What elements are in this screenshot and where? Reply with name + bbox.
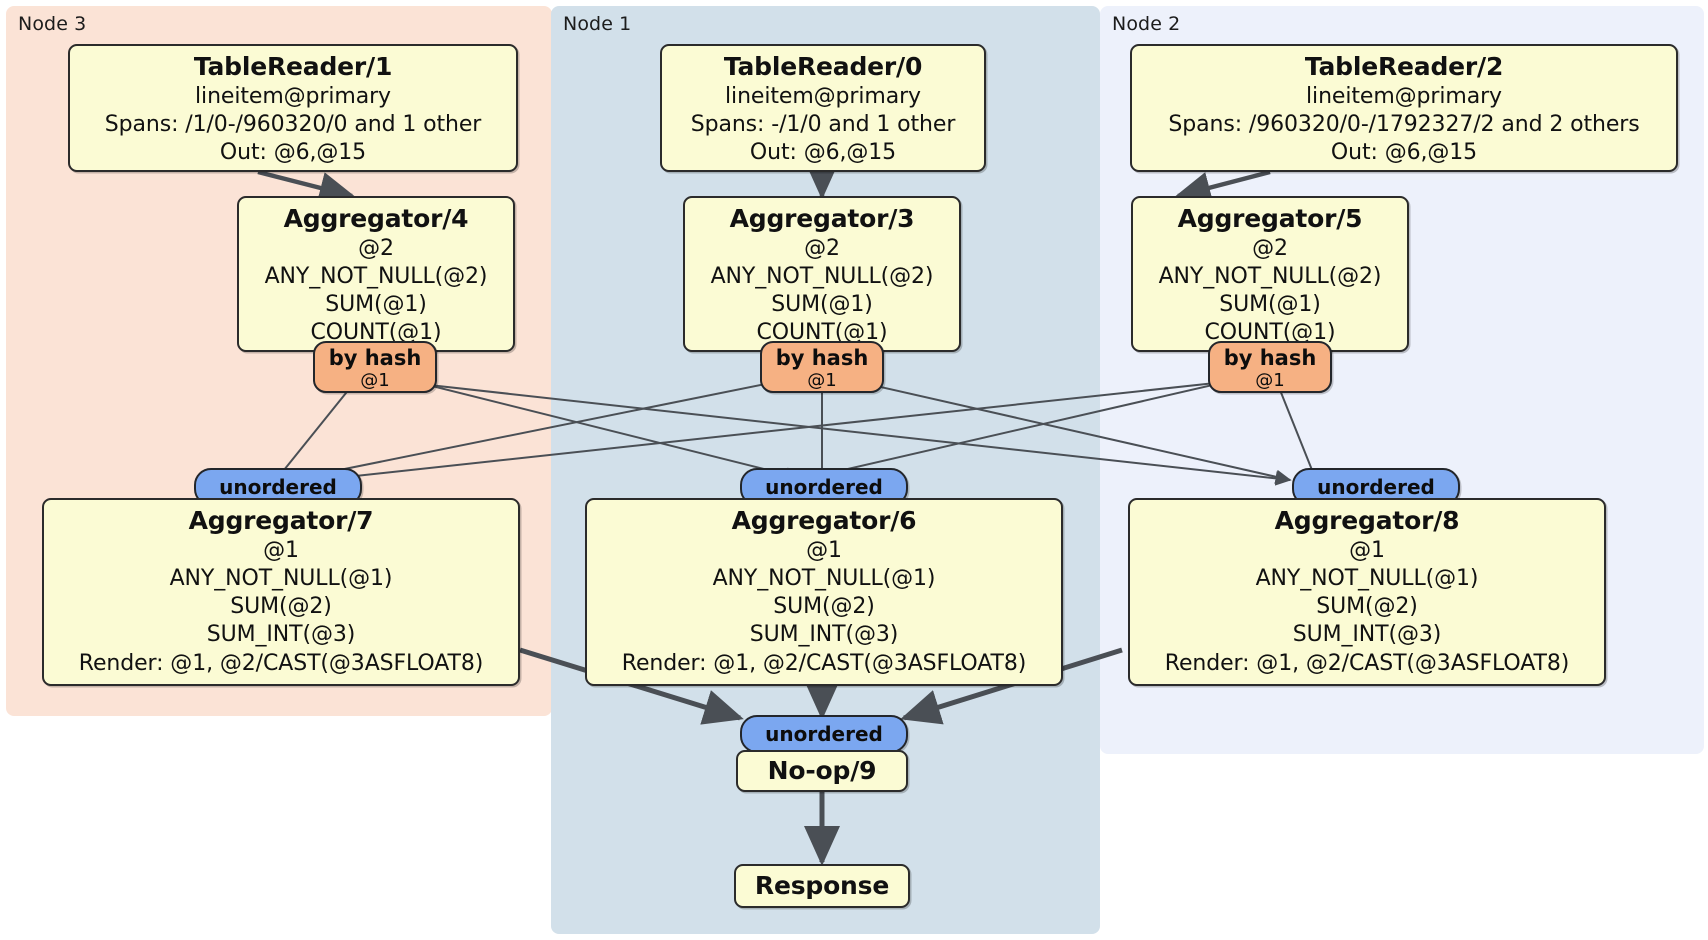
aggregator-8-agg3: SUM_INT(@3) <box>1292 622 1442 648</box>
no-op-9-title: No-op/9 <box>767 756 877 785</box>
aggregator-7-group: @1 <box>263 538 299 563</box>
by-hash-column-node1: @1 <box>807 369 837 391</box>
aggregator-7-agg2: SUM(@2) <box>230 594 332 620</box>
aggregator-3-agg2: SUM(@1) <box>771 292 873 318</box>
aggregator-6-title: Aggregator/6 <box>731 506 917 535</box>
aggregator-5-agg2: SUM(@1) <box>1219 292 1321 318</box>
table-reader-0-out: Out: @6,@15 <box>749 140 897 166</box>
table-reader-2-box[interactable]: TableReader/2 lineitem@primary Spans: /9… <box>1130 44 1678 172</box>
aggregator-7-render: Render: @1, @2/CAST(@3ASFLOAT8) <box>78 650 484 676</box>
aggregator-4-group: @2 <box>358 236 394 261</box>
by-hash-pill-node1[interactable]: by hash @1 <box>760 341 884 393</box>
table-reader-0-title: TableReader/0 <box>723 52 923 81</box>
table-reader-2-spans: Spans: /960320/0-/1792327/2 and 2 others <box>1168 112 1640 138</box>
node-panel-label-node3: Node 3 <box>18 13 87 35</box>
aggregator-5-agg1: ANY_NOT_NULL(@2) <box>1158 264 1382 290</box>
aggregator-7-agg3: SUM_INT(@3) <box>206 622 356 648</box>
table-reader-1-box[interactable]: TableReader/1 lineitem@primary Spans: /1… <box>68 44 518 172</box>
aggregator-4-title: Aggregator/4 <box>283 204 469 233</box>
aggregator-8-group: @1 <box>1349 538 1385 563</box>
unordered-pill-final[interactable]: unordered <box>740 715 908 753</box>
aggregator-6-group: @1 <box>806 538 842 563</box>
table-reader-0-spans: Spans: -/1/0 and 1 other <box>690 112 956 138</box>
node-panel-label-node2: Node 2 <box>1112 13 1181 35</box>
aggregator-4-box[interactable]: Aggregator/4 @2 ANY_NOT_NULL(@2) SUM(@1)… <box>237 196 515 352</box>
by-hash-pill-node3[interactable]: by hash @1 <box>313 341 437 393</box>
table-reader-1-spans: Spans: /1/0-/960320/0 and 1 other <box>104 112 482 138</box>
aggregator-7-title: Aggregator/7 <box>188 506 374 535</box>
table-reader-1-title: TableReader/1 <box>193 52 393 81</box>
unordered-label-node3: unordered <box>219 474 337 499</box>
by-hash-column-node3: @1 <box>360 369 390 391</box>
aggregator-3-agg1: ANY_NOT_NULL(@2) <box>710 264 934 290</box>
unordered-label-node2: unordered <box>1317 474 1435 499</box>
aggregator-5-box[interactable]: Aggregator/5 @2 ANY_NOT_NULL(@2) SUM(@1)… <box>1131 196 1409 352</box>
aggregator-5-title: Aggregator/5 <box>1177 204 1363 233</box>
aggregator-8-box[interactable]: Aggregator/8 @1 ANY_NOT_NULL(@1) SUM(@2)… <box>1128 498 1606 686</box>
aggregator-6-agg2: SUM(@2) <box>773 594 875 620</box>
table-reader-1-out: Out: @6,@15 <box>219 140 367 166</box>
aggregator-7-agg1: ANY_NOT_NULL(@1) <box>169 566 393 592</box>
table-reader-2-out: Out: @6,@15 <box>1330 140 1478 166</box>
aggregator-6-box[interactable]: Aggregator/6 @1 ANY_NOT_NULL(@1) SUM(@2)… <box>585 498 1063 686</box>
aggregator-6-agg1: ANY_NOT_NULL(@1) <box>712 566 936 592</box>
by-hash-label-node1: by hash <box>775 346 869 370</box>
aggregator-3-box[interactable]: Aggregator/3 @2 ANY_NOT_NULL(@2) SUM(@1)… <box>683 196 961 352</box>
table-reader-1-table: lineitem@primary <box>195 84 391 109</box>
table-reader-0-table: lineitem@primary <box>725 84 921 109</box>
aggregator-3-group: @2 <box>804 236 840 261</box>
by-hash-pill-node2[interactable]: by hash @1 <box>1208 341 1332 393</box>
aggregator-6-agg3: SUM_INT(@3) <box>749 622 899 648</box>
node-panel-label-node1: Node 1 <box>563 13 632 35</box>
by-hash-label-node3: by hash <box>328 346 422 370</box>
response-title: Response <box>754 871 890 900</box>
by-hash-column-node2: @1 <box>1255 369 1285 391</box>
aggregator-8-render: Render: @1, @2/CAST(@3ASFLOAT8) <box>1164 650 1570 676</box>
aggregator-4-agg1: ANY_NOT_NULL(@2) <box>264 264 488 290</box>
unordered-label-node1: unordered <box>765 474 883 499</box>
aggregator-8-agg1: ANY_NOT_NULL(@1) <box>1255 566 1479 592</box>
unordered-label-final: unordered <box>765 721 883 746</box>
table-reader-2-title: TableReader/2 <box>1304 52 1504 81</box>
aggregator-6-render: Render: @1, @2/CAST(@3ASFLOAT8) <box>621 650 1027 676</box>
by-hash-label-node2: by hash <box>1223 346 1317 370</box>
aggregator-5-group: @2 <box>1252 236 1288 261</box>
aggregator-8-title: Aggregator/8 <box>1274 506 1460 535</box>
response-box[interactable]: Response <box>734 864 910 908</box>
aggregator-7-box[interactable]: Aggregator/7 @1 ANY_NOT_NULL(@1) SUM(@2)… <box>42 498 520 686</box>
table-reader-2-table: lineitem@primary <box>1306 84 1502 109</box>
no-op-9-box[interactable]: No-op/9 <box>736 750 908 792</box>
aggregator-3-title: Aggregator/3 <box>729 204 915 233</box>
aggregator-4-agg2: SUM(@1) <box>325 292 427 318</box>
table-reader-0-box[interactable]: TableReader/0 lineitem@primary Spans: -/… <box>660 44 986 172</box>
aggregator-8-agg2: SUM(@2) <box>1316 594 1418 620</box>
